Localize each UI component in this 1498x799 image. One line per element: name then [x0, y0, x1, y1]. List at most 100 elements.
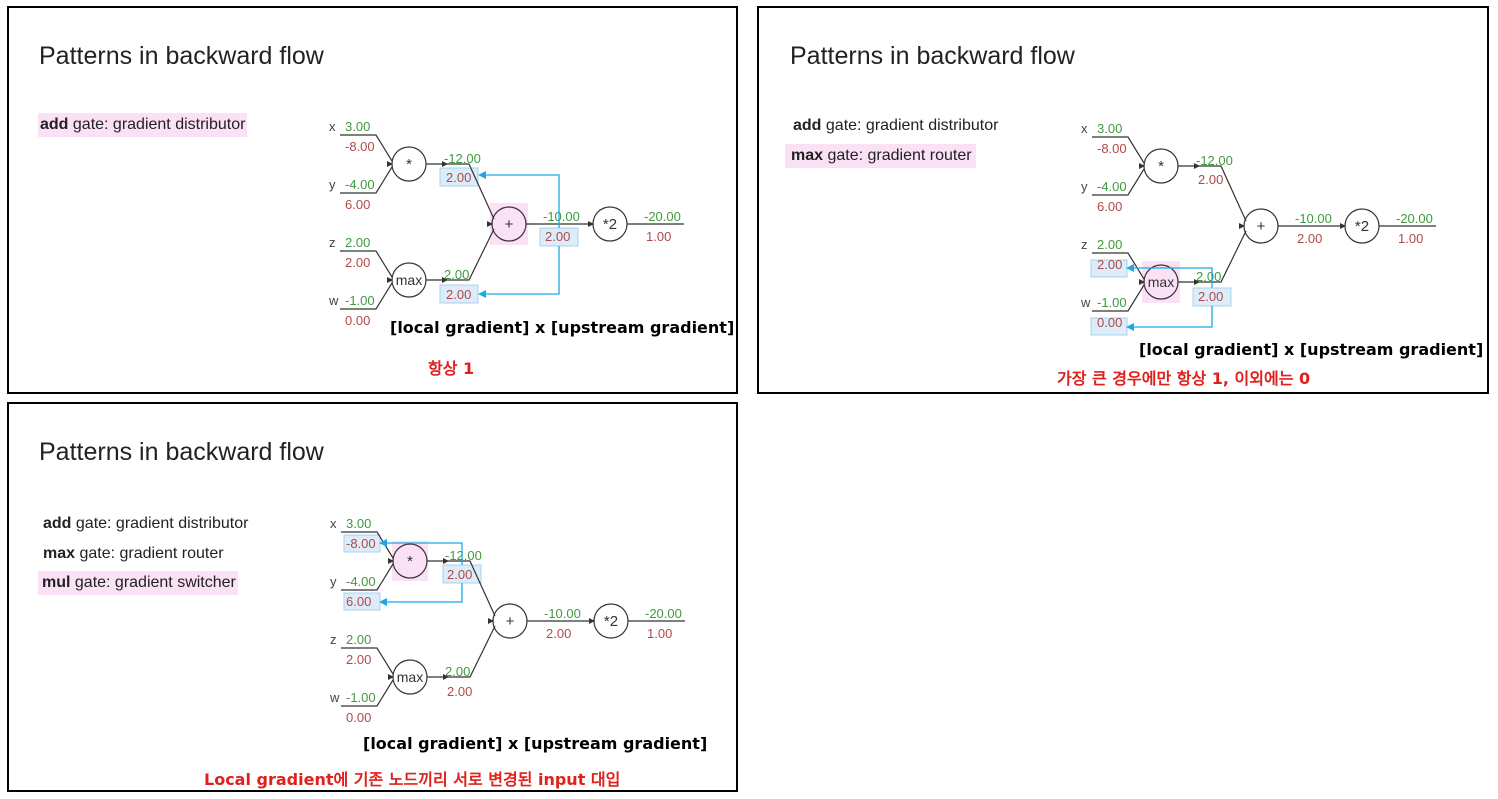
y-gradient-value: 6.00 [346, 594, 371, 609]
z-gradient-value: 2.00 [1097, 257, 1122, 272]
scale-gradient-value: 1.00 [647, 626, 672, 641]
gate-description: gate: gradient distributor [68, 116, 246, 133]
x-gradient-value: -8.00 [346, 536, 376, 551]
max-output-arrow [443, 674, 449, 680]
add-input-arrow [487, 221, 493, 227]
mul-highlight [392, 541, 428, 581]
mul-output-edge [427, 560, 496, 617]
x-forward-value: 3.00 [345, 119, 370, 134]
x-input-edge [1092, 136, 1145, 164]
max-forward-value: 2.00 [1196, 269, 1221, 284]
z-input-edge [1092, 252, 1145, 280]
max-output-edge [427, 625, 496, 678]
y-gradient-value: 6.00 [1097, 199, 1122, 214]
z-forward-value: 2.00 [345, 235, 370, 250]
max-forward-value: 2.00 [445, 664, 470, 679]
max-node-symbol: max [396, 272, 422, 288]
max-gradient-value: 2.00 [1198, 289, 1223, 304]
mul-node [392, 543, 428, 579]
y-input-edge [341, 563, 394, 591]
add-input-arrow [1239, 223, 1245, 229]
mul-grad-highlight [439, 167, 479, 187]
mul-gradient-value: 2.00 [446, 170, 471, 185]
mul-forward-value: -12.00 [445, 548, 482, 563]
backward-arrowhead-to-x [379, 539, 387, 547]
max-node [391, 262, 427, 298]
backward-arrow-to-y [385, 583, 463, 603]
scale-node [593, 603, 629, 639]
w-input-edge [1092, 284, 1145, 312]
add-gradient-value: 2.00 [546, 626, 571, 641]
x-label: x [330, 516, 337, 531]
add-node-symbol: + [505, 216, 514, 233]
add-forward-value: -10.00 [1295, 211, 1332, 226]
z-label: z [329, 235, 336, 250]
scale-gradient-value: 1.00 [1398, 231, 1423, 246]
mul-output-arrow [442, 161, 448, 167]
gate-description: gate: gradient distributor [821, 117, 999, 134]
scale-gradient-value: 1.00 [646, 229, 671, 244]
gate-name: max [791, 147, 824, 164]
x-label: x [1081, 121, 1088, 136]
x-label: x [329, 119, 336, 134]
panel-title: Patterns in backward flow [39, 42, 324, 70]
w-gradient-value: 0.00 [1097, 315, 1122, 330]
y-label: y [330, 574, 337, 589]
scale-node [1344, 208, 1380, 244]
backward-arrow-to-max [484, 246, 560, 295]
w-label: w [1080, 295, 1091, 310]
backward-arrowhead-to-mul [478, 171, 486, 179]
gate-line-add: add gate: gradient distributor [38, 113, 248, 137]
mul-input-arrow [388, 558, 394, 564]
max-forward-value: 2.00 [444, 267, 469, 282]
y-input-edge [340, 166, 393, 194]
scale-node-symbol: *2 [604, 613, 618, 630]
scale-node-symbol: *2 [603, 216, 617, 233]
add-forward-value: -10.00 [544, 606, 581, 621]
mul-node-symbol: * [1158, 158, 1164, 175]
w-input-edge [341, 679, 394, 707]
y-forward-value: -4.00 [345, 177, 375, 192]
add-node-symbol: + [1257, 218, 1266, 235]
w-forward-value: -1.00 [345, 293, 375, 308]
backward-arrowhead-to-z [1126, 264, 1134, 272]
y-gradient-value: 6.00 [345, 197, 370, 212]
w-forward-value: -1.00 [346, 690, 376, 705]
caption: [local gradient] x [upstream gradient] [363, 734, 708, 753]
backward-arrowhead-to-max [478, 290, 486, 298]
mul-gradient-value: 2.00 [447, 567, 472, 582]
caption: [local gradient] x [upstream gradient] [1139, 340, 1484, 359]
gate-line-add: add gate: gradient distributor [791, 114, 1000, 138]
mul-input-arrow [1139, 163, 1145, 169]
y-forward-value: -4.00 [1097, 179, 1127, 194]
panel-title: Patterns in backward flow [39, 438, 324, 466]
scale-node-symbol: *2 [1355, 218, 1369, 235]
note: Local gradient에 기존 노드끼리 서로 변경된 input 대입 [204, 770, 621, 789]
add-node [491, 206, 527, 242]
mul-forward-value: -12.00 [1196, 153, 1233, 168]
note: 가장 큰 경우에만 항상 1, 이외에는 0 [1057, 369, 1311, 388]
gate-description: gate: gradient router [823, 147, 972, 164]
y-label: y [329, 177, 336, 192]
scale-forward-value: -20.00 [1396, 211, 1433, 226]
gate-line-max: max gate: gradient router [785, 144, 976, 168]
max-gradient-value: 2.00 [447, 684, 472, 699]
y-input-edge [1092, 168, 1145, 196]
max-output-arrow [442, 277, 448, 283]
max-output-edge [1178, 230, 1247, 283]
gate-name: add [793, 117, 822, 134]
x-input-edge [341, 531, 394, 559]
gate-description: gate: gradient router [75, 545, 224, 562]
backward-arrow-to-x [385, 542, 463, 565]
z-label: z [330, 632, 337, 647]
w-forward-value: -1.00 [1097, 295, 1127, 310]
z-forward-value: 2.00 [346, 632, 371, 647]
mul-node-symbol: * [406, 156, 412, 173]
max-output-arrow [1194, 279, 1200, 285]
backward-arrowhead-to-w [1126, 323, 1134, 331]
gate-line-mul: mul gate: gradient switcher [38, 571, 238, 595]
max-input-arrow [387, 277, 393, 283]
